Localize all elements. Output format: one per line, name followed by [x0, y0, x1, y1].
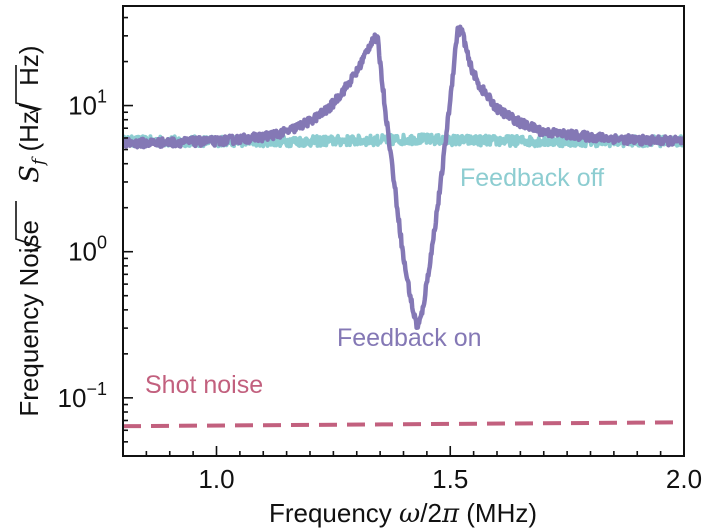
series-shot-noise — [123, 420, 684, 429]
y-tick-label: 101 — [68, 87, 107, 121]
axis-ticks — [122, 16, 685, 457]
y-tick-label: 100 — [68, 233, 107, 267]
x-axis-label: Frequency ω/2π (MHz) — [269, 498, 537, 529]
tick-labels: 1.0 1.5 2.0 10−1 100 101 — [58, 87, 703, 494]
annotation-shot-noise: Shot noise — [145, 371, 263, 399]
series-feedback-on — [123, 24, 684, 331]
x-tick-label: 1.5 — [432, 464, 468, 494]
series-layer — [123, 24, 684, 429]
annotation-feedback-on: Feedback on — [337, 324, 482, 352]
y-axis-label: Frequency Noise Sf (Hz/Hz) — [14, 45, 49, 416]
annotation-feedback-off: Feedback off — [460, 164, 604, 192]
x-tick-label: 2.0 — [666, 464, 702, 494]
svg-text:Frequency Noise Sf (Hz/Hz): Frequency Noise Sf (Hz/Hz) — [14, 45, 49, 416]
x-tick-label: 1.0 — [198, 464, 234, 494]
y-tick-label: 10−1 — [58, 379, 107, 413]
